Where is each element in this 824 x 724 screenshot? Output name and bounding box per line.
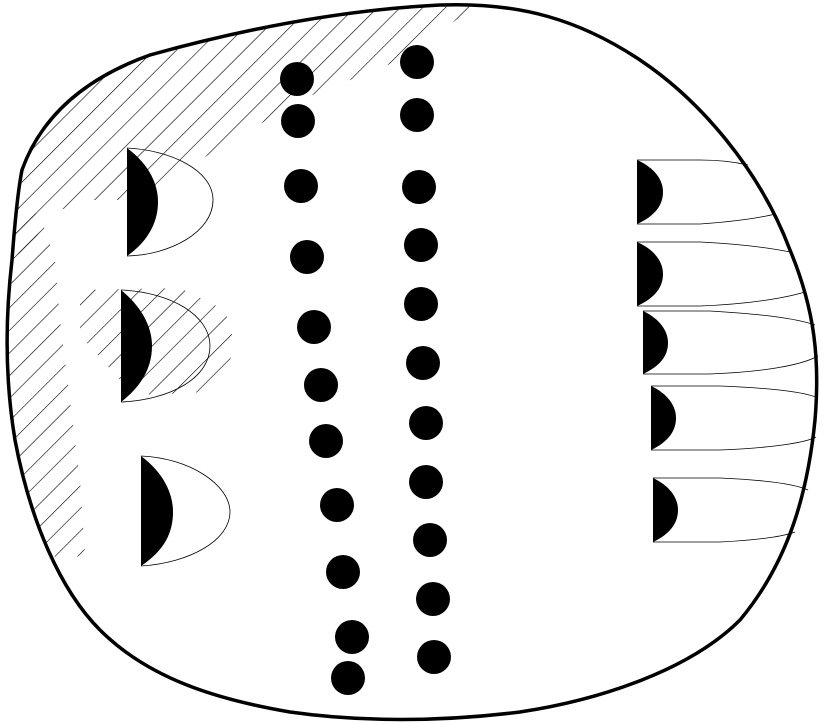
dot — [331, 661, 365, 695]
outer-blob-outline — [5, 2, 819, 722]
hatched-region-top-left — [7, 4, 475, 260]
dot — [406, 346, 440, 380]
right-half-disc-shape — [637, 159, 776, 225]
right-half-disc-shape — [643, 310, 819, 375]
dot — [417, 640, 451, 674]
dot — [281, 104, 315, 138]
left-half-disc-shape — [126, 147, 214, 257]
hatched-region-middle-left — [80, 288, 235, 395]
dot — [413, 523, 447, 557]
dot — [404, 287, 438, 321]
dot — [400, 98, 434, 132]
left-dot-column — [280, 62, 369, 695]
dot — [290, 240, 324, 274]
right-half-disc-shape — [637, 241, 806, 307]
hatched-regions — [7, 4, 475, 560]
dot — [309, 424, 343, 458]
dot — [416, 582, 450, 616]
right-dot-column — [400, 45, 451, 674]
dot — [280, 62, 314, 96]
dot — [284, 169, 318, 203]
dot — [409, 465, 443, 499]
dot — [326, 555, 360, 589]
dot — [409, 406, 443, 440]
dot — [304, 368, 338, 402]
dot — [335, 620, 369, 654]
left-half-disc-shape — [140, 455, 231, 567]
right-half-disc-shape — [653, 477, 809, 543]
dot — [400, 45, 434, 79]
right-half-disc-shape — [651, 385, 819, 451]
dot — [404, 228, 438, 262]
left-half-disc-shape — [120, 289, 211, 403]
dot — [402, 170, 436, 204]
dot — [297, 310, 331, 344]
dot — [320, 488, 354, 522]
left-half-disc-group — [120, 147, 231, 567]
right-half-disc-group — [637, 159, 819, 543]
